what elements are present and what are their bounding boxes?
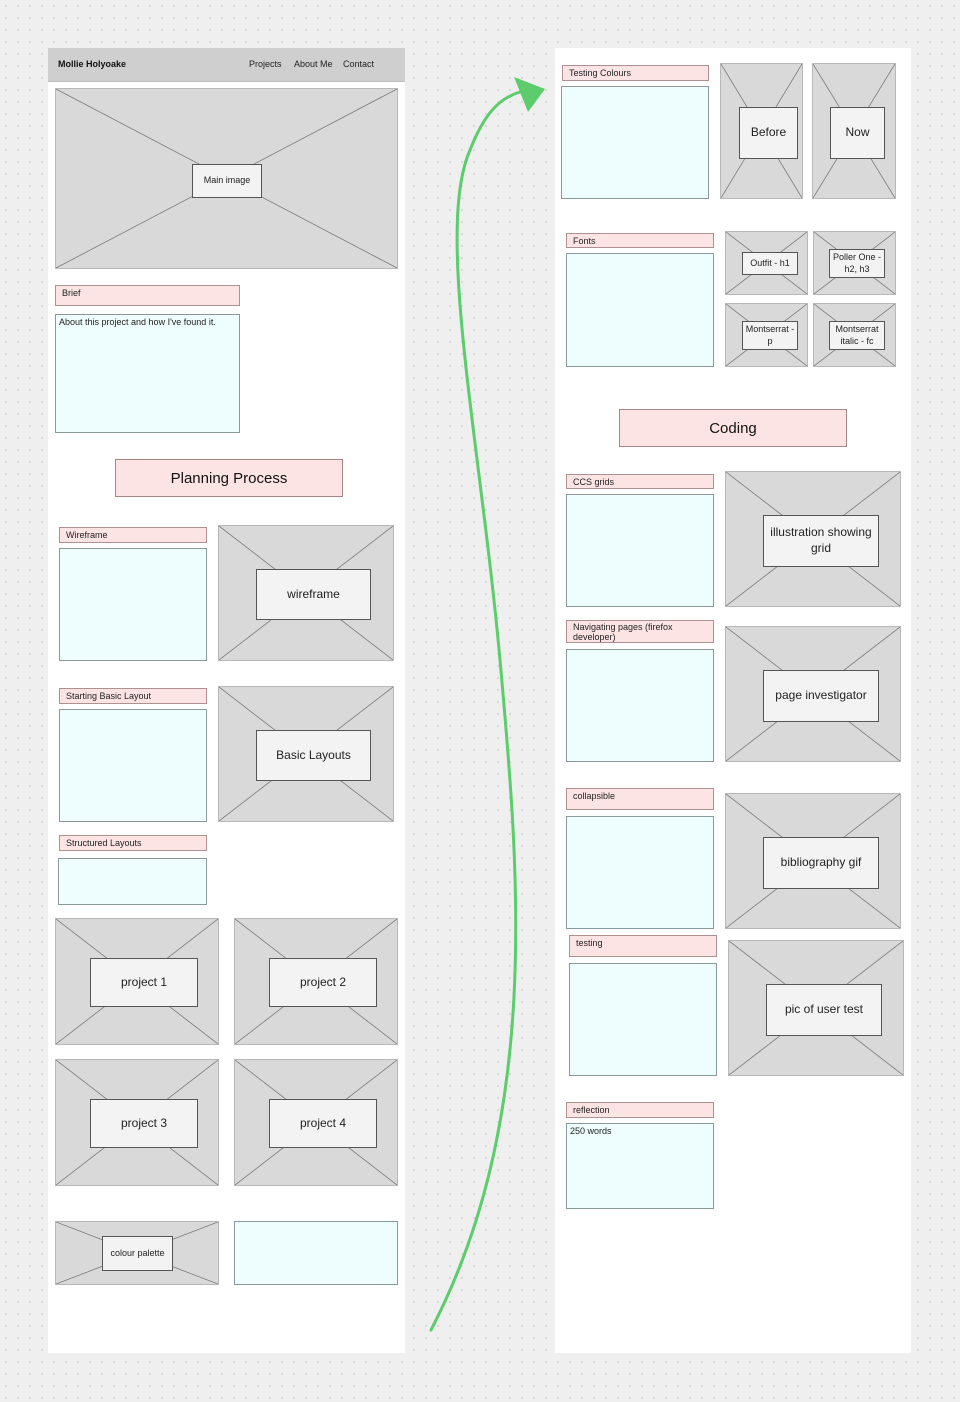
flow-arrow-head	[514, 77, 545, 112]
wireframe-image-placeholder: wireframe	[218, 525, 394, 661]
fonts-text-box	[566, 253, 714, 367]
now-image-placeholder: Now	[812, 63, 896, 199]
nav-link-contact[interactable]: Contact	[343, 59, 375, 69]
testing-colours-tag: Testing Colours	[562, 65, 709, 81]
brand-name[interactable]: Mollie Holyoake	[58, 59, 127, 69]
navbar: Mollie Holyoake Projects About Me Contac…	[48, 48, 405, 82]
navigating-pages-tag: Navigating pages (firefox developer)	[566, 620, 714, 643]
ccs-grids-tag: CCS grids	[566, 474, 714, 489]
fonts-tag: Fonts	[566, 233, 714, 248]
before-image-label: Before	[739, 107, 798, 159]
main-image-placeholder: Main image	[55, 88, 398, 269]
testing-colours-text-box	[561, 86, 709, 199]
bibliography-gif-placeholder: bibliography gif	[725, 793, 901, 929]
starting-layout-text-box	[59, 709, 207, 822]
font-poller-one-label: Poller One - h2, h3	[829, 249, 885, 278]
main-image-label: Main image	[192, 164, 262, 198]
bibliography-gif-label: bibliography gif	[763, 837, 879, 889]
nav-link-about[interactable]: About Me	[294, 59, 333, 69]
testing-text-box	[569, 963, 717, 1076]
basic-layouts-image-placeholder: Basic Layouts	[218, 686, 394, 822]
wireframe-image-label: wireframe	[256, 569, 371, 620]
structured-layouts-tag: Structured Layouts	[59, 835, 207, 851]
flow-arrow-line	[429, 90, 522, 1332]
project-2-placeholder[interactable]: project 2	[234, 918, 398, 1045]
project-1-placeholder[interactable]: project 1	[55, 918, 219, 1045]
font-outfit-placeholder: Outfit - h1	[725, 231, 808, 295]
project-2-label: project 2	[269, 958, 377, 1007]
collapsible-tag: collapsible	[566, 788, 714, 810]
font-poller-one-placeholder: Poller One - h2, h3	[813, 231, 896, 295]
user-test-image-label: pic of user test	[766, 984, 882, 1036]
nav-link-projects[interactable]: Projects	[249, 59, 282, 69]
collapsible-text-box	[566, 816, 714, 929]
reflection-tag: reflection	[566, 1102, 714, 1118]
page-investigator-label: page investigator	[763, 670, 879, 722]
grid-illustration-label: illustration showing grid	[763, 515, 879, 567]
before-image-placeholder: Before	[720, 63, 803, 199]
planning-process-heading: Planning Process	[115, 459, 343, 497]
font-outfit-label: Outfit - h1	[742, 252, 798, 275]
reflection-text-box: 250 words	[566, 1123, 714, 1209]
testing-tag: testing	[569, 935, 717, 957]
navigating-pages-text-box	[566, 649, 714, 762]
now-image-label: Now	[830, 107, 885, 159]
project-3-placeholder[interactable]: project 3	[55, 1059, 219, 1186]
brief-tag: Brief	[55, 285, 240, 306]
colour-palette-text-box	[234, 1221, 398, 1285]
grid-illustration-placeholder: illustration showing grid	[725, 471, 901, 607]
font-montserrat-italic-placeholder: Montserrat italic - fc	[813, 303, 896, 367]
project-3-label: project 3	[90, 1099, 198, 1148]
project-4-placeholder[interactable]: project 4	[234, 1059, 398, 1186]
starting-layout-tag: Starting Basic Layout	[59, 688, 207, 704]
project-1-label: project 1	[90, 958, 198, 1007]
coding-heading: Coding	[619, 409, 847, 447]
basic-layouts-image-label: Basic Layouts	[256, 730, 371, 781]
font-montserrat-placeholder: Montserrat - p	[725, 303, 808, 367]
brief-text-box: About this project and how I've found it…	[55, 314, 240, 433]
page-investigator-placeholder: page investigator	[725, 626, 901, 762]
structured-layouts-text-box	[58, 858, 207, 905]
colour-palette-label: colour palette	[102, 1236, 173, 1271]
wireframe-tag: Wireframe	[59, 527, 207, 543]
font-montserrat-italic-label: Montserrat italic - fc	[829, 321, 885, 350]
project-4-label: project 4	[269, 1099, 377, 1148]
user-test-image-placeholder: pic of user test	[728, 940, 904, 1076]
ccs-grids-text-box	[566, 494, 714, 607]
colour-palette-placeholder: colour palette	[55, 1221, 219, 1285]
wireframe-text-box	[59, 548, 207, 661]
font-montserrat-label: Montserrat - p	[742, 321, 798, 350]
